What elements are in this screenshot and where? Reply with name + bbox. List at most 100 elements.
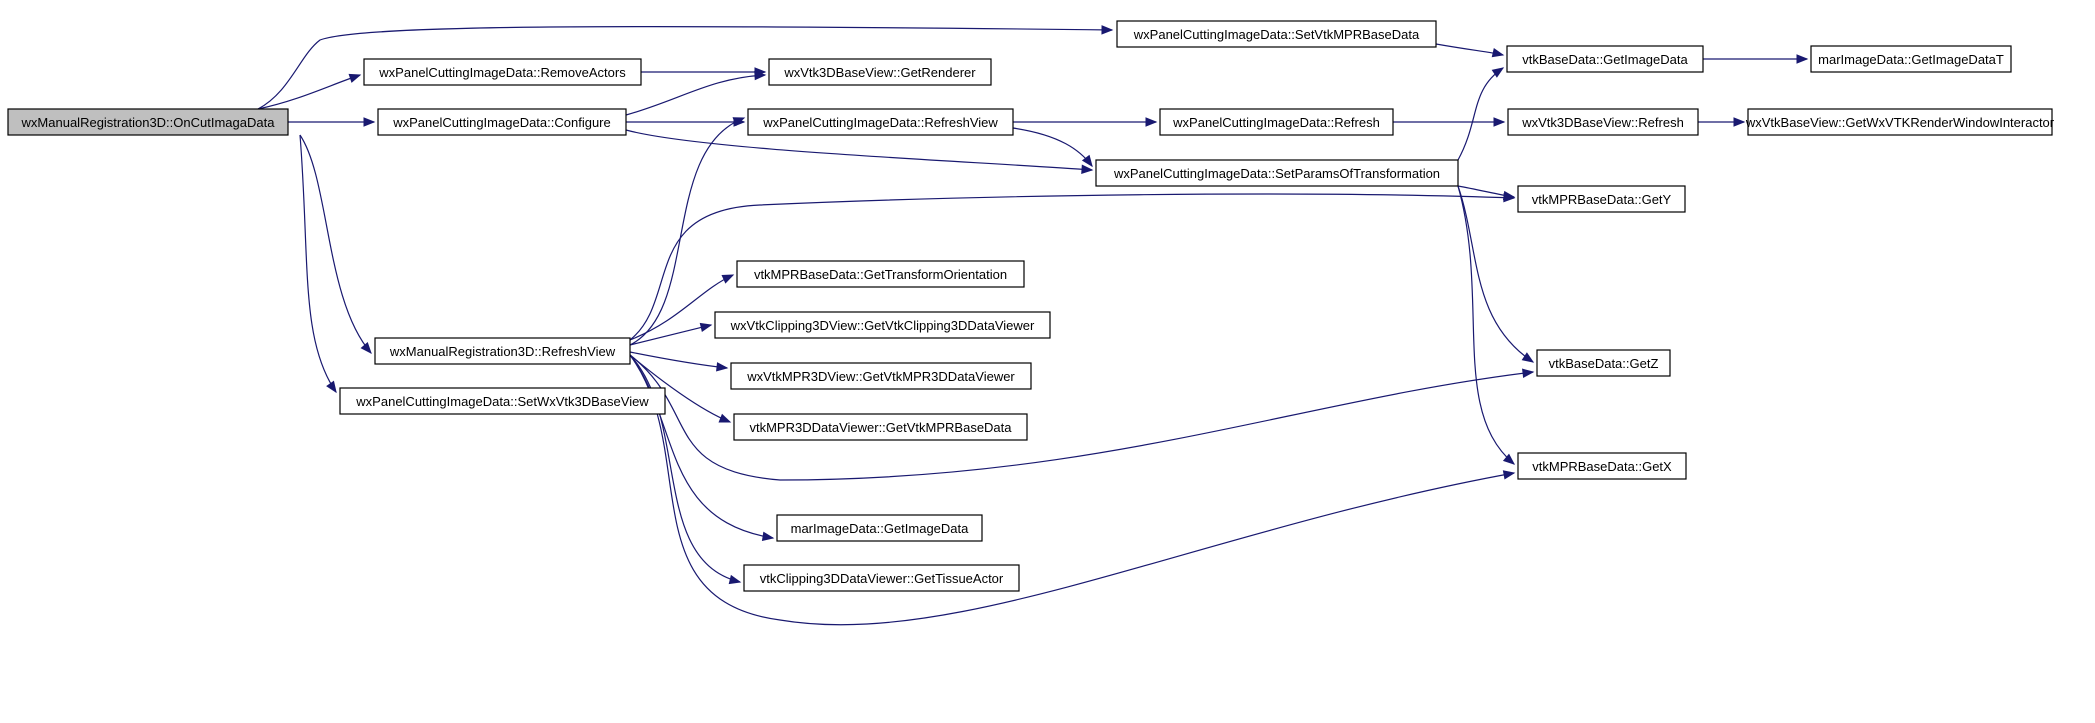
edge-n3-n20: [629, 354, 1516, 626]
node-n7[interactable]: vtkMPRBaseData::GetTransformOrientation: [736, 260, 1025, 288]
node-box[interactable]: [1159, 108, 1394, 136]
edge-line: [629, 354, 741, 583]
node-n6[interactable]: wxPanelCuttingImageData::RefreshView: [747, 108, 1014, 136]
edge-line: [1457, 185, 1515, 465]
root-node-box[interactable]: [7, 108, 289, 136]
edge-n6-n15: [1012, 127, 1093, 168]
node-box[interactable]: [1536, 349, 1671, 377]
node-box[interactable]: [1517, 452, 1687, 480]
arrow-head-icon: [1491, 67, 1505, 78]
edge-n0-n13: [257, 25, 1114, 110]
node-box[interactable]: [1747, 108, 2053, 136]
edge-n13-n16: [1435, 43, 1505, 58]
node-box[interactable]: [339, 387, 666, 415]
edge-line: [629, 354, 1534, 481]
edge-n2-n6: [626, 117, 746, 127]
node-box[interactable]: [776, 514, 983, 542]
arrow-head-icon: [699, 322, 713, 333]
node-box[interactable]: [1810, 45, 2012, 73]
node-box[interactable]: [363, 58, 642, 86]
node-box[interactable]: [730, 362, 1032, 390]
node-n8[interactable]: wxVtkClipping3DView::GetVtkClipping3DDat…: [714, 311, 1051, 339]
edge-line: [629, 351, 728, 369]
node-n17[interactable]: wxVtk3DBaseView::Refresh: [1507, 108, 1699, 136]
node-n3[interactable]: wxManualRegistration3D::RefreshView: [374, 337, 631, 365]
edge-n15-n19: [1457, 185, 1535, 363]
arrow-head-icon: [1796, 54, 1809, 64]
node-box[interactable]: [1116, 20, 1437, 48]
edge-n0-n2: [288, 117, 376, 127]
node-label: vtkMPRBaseData::GetTransformOrientation: [754, 267, 1007, 282]
edge-n15-n20: [1457, 185, 1516, 465]
edge-n3-n18: [629, 192, 1516, 341]
node-n14[interactable]: wxPanelCuttingImageData::Refresh: [1159, 108, 1394, 136]
node-box[interactable]: [1506, 45, 1704, 73]
edges-layer: [257, 25, 1809, 626]
edge-line: [1457, 67, 1504, 161]
node-n12[interactable]: vtkClipping3DDataViewer::GetTissueActor: [743, 564, 1020, 592]
node-n18[interactable]: vtkMPRBaseData::GetY: [1517, 185, 1686, 213]
node-n5[interactable]: wxVtk3DBaseView::GetRenderer: [768, 58, 992, 86]
arrow-head-icon: [363, 117, 376, 127]
node-n10[interactable]: vtkMPR3DDataViewer::GetVtkMPRBaseData: [733, 413, 1028, 441]
edge-n3-n19: [629, 354, 1535, 481]
arrow-head-icon: [326, 380, 337, 394]
arrow-head-icon: [728, 574, 742, 585]
node-n0[interactable]: wxManualRegistration3D::OnCutImagaData: [7, 108, 289, 136]
node-box[interactable]: [747, 108, 1014, 136]
edge-line: [629, 354, 1515, 626]
edge-n3-n6: [629, 117, 746, 346]
node-box[interactable]: [743, 564, 1020, 592]
node-box[interactable]: [733, 413, 1028, 441]
node-n13[interactable]: wxPanelCuttingImageData::SetVtkMPRBaseDa…: [1116, 20, 1437, 48]
arrow-head-icon: [1491, 48, 1505, 58]
arrow-head-icon: [1502, 470, 1516, 480]
edge-n3-n8: [629, 322, 713, 346]
edge-n14-n17: [1393, 117, 1506, 127]
edge-line: [625, 129, 1093, 171]
node-n1[interactable]: wxPanelCuttingImageData::RemoveActors: [363, 58, 642, 86]
node-n4[interactable]: wxPanelCuttingImageData::SetWxVtk3DBaseV…: [339, 387, 666, 415]
node-label: vtkMPRBaseData::GetY: [1532, 192, 1672, 207]
node-box[interactable]: [377, 108, 627, 136]
node-label: marImageData::GetImageDataT: [1818, 52, 2004, 67]
node-n9[interactable]: wxVtkMPR3DView::GetVtkMPR3DDataViewer: [730, 362, 1032, 390]
node-label: wxVtkBaseView::GetWxVTKRenderWindowInter…: [1745, 115, 2055, 130]
node-n15[interactable]: wxPanelCuttingImageData::SetParamsOfTran…: [1095, 159, 1459, 187]
node-box[interactable]: [714, 311, 1051, 339]
edge-n3-n9: [629, 351, 729, 372]
arrow-head-icon: [721, 274, 735, 284]
arrow-head-icon: [1502, 453, 1516, 465]
node-n20[interactable]: vtkMPRBaseData::GetX: [1517, 452, 1687, 480]
node-n22[interactable]: wxVtkBaseView::GetWxVTKRenderWindowInter…: [1745, 108, 2055, 136]
arrow-head-icon: [1101, 25, 1114, 35]
node-box[interactable]: [374, 337, 631, 365]
node-box[interactable]: [736, 260, 1025, 288]
node-label: wxManualRegistration3D::RefreshView: [389, 344, 616, 359]
node-label: wxPanelCuttingImageData::SetWxVtk3DBaseV…: [355, 394, 649, 409]
arrow-head-icon: [761, 531, 775, 542]
nodes-layer: wxManualRegistration3D::OnCutImagaDatawx…: [7, 20, 2055, 592]
edge-line: [257, 74, 361, 110]
node-label: wxPanelCuttingImageData::RemoveActors: [378, 65, 626, 80]
node-n21[interactable]: marImageData::GetImageDataT: [1810, 45, 2012, 73]
arrow-head-icon: [754, 70, 767, 81]
edge-line: [625, 74, 766, 116]
node-box[interactable]: [1095, 159, 1459, 187]
arrow-head-icon: [1522, 368, 1535, 378]
node-n11[interactable]: marImageData::GetImageData: [776, 514, 983, 542]
node-box[interactable]: [768, 58, 992, 86]
edge-n16-n21: [1703, 54, 1809, 64]
arrow-head-icon: [1733, 117, 1746, 127]
node-label: wxPanelCuttingImageData::Refresh: [1172, 115, 1380, 130]
node-n19[interactable]: vtkBaseData::GetZ: [1536, 349, 1671, 377]
node-n16[interactable]: vtkBaseData::GetImageData: [1506, 45, 1704, 73]
edge-n1-n5: [641, 67, 767, 77]
node-n2[interactable]: wxPanelCuttingImageData::Configure: [377, 108, 627, 136]
arrow-head-icon: [1503, 192, 1516, 203]
node-box[interactable]: [1507, 108, 1699, 136]
node-box[interactable]: [1517, 185, 1686, 213]
edge-line: [257, 25, 1113, 110]
node-label: vtkMPR3DDataViewer::GetVtkMPRBaseData: [749, 420, 1012, 435]
